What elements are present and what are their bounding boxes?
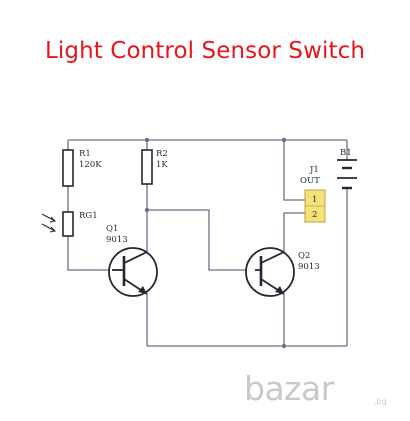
watermark-suffix: .bg — [374, 397, 387, 406]
transistor-q1 — [108, 247, 158, 297]
resistor-r2 — [141, 149, 153, 185]
q2-ref: Q2 — [298, 251, 310, 261]
r1-ref: R1 — [79, 149, 91, 159]
watermark-text: bazar — [244, 369, 335, 408]
j1-value: OUT — [300, 176, 320, 186]
b1-ref: B1 — [340, 148, 352, 158]
j1-pin1: 1 — [312, 195, 317, 205]
rg1-ref: RG1 — [79, 211, 98, 221]
q1-value: 9013 — [106, 235, 128, 245]
bazar-watermark-logo: bazar .bg — [244, 369, 387, 408]
light-arrows-icon — [41, 213, 57, 233]
r2-value: 1K — [156, 160, 168, 170]
q1-ref: Q1 — [106, 224, 118, 234]
wires — [67, 139, 348, 347]
photoresistor-rg1 — [62, 211, 74, 237]
q2-value: 9013 — [298, 262, 320, 272]
r2-ref: R2 — [156, 149, 168, 159]
junction-dots — [144, 137, 287, 349]
transistor-q2 — [245, 247, 295, 297]
battery-b1 — [337, 159, 357, 190]
diagram-title: Light Control Sensor Switch — [44, 38, 366, 64]
j1-pin2: 2 — [312, 210, 317, 220]
resistor-r1 — [62, 149, 74, 187]
r1-value: 120K — [79, 160, 102, 170]
j1-ref: J1 — [309, 165, 319, 175]
